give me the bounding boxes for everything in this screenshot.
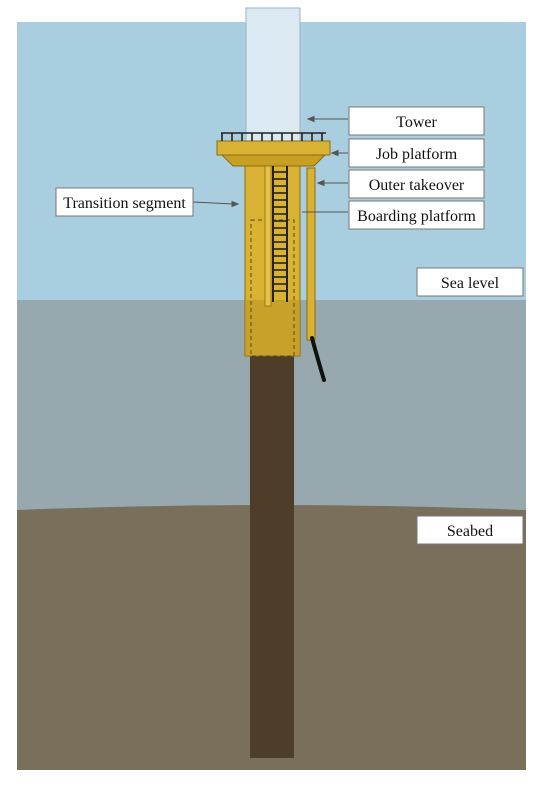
cable: [310, 336, 326, 382]
leader-lines: [192, 115, 348, 213]
job-platform-railing: [221, 132, 326, 141]
label-outer-takeover-text: Outer takeover: [369, 177, 465, 194]
label-tower-text: Tower: [396, 114, 437, 131]
label-tower: Tower: [348, 106, 485, 136]
outer-takeover-tube: [306, 167, 316, 341]
boarding-platform-tube: [264, 165, 272, 307]
tower-shaft: [245, 7, 301, 144]
label-seabed-text: Seabed: [447, 523, 493, 540]
monopile: [250, 355, 294, 758]
label-transition-segment: Transition segment: [55, 187, 194, 217]
label-sea-level-text: Sea level: [441, 275, 500, 292]
label-boarding-platform-text: Boarding platform: [357, 208, 476, 225]
transition-underwater-tint: [245, 300, 300, 356]
label-job-platform: Job platform: [348, 138, 485, 168]
job-platform-deck: [216, 140, 331, 156]
job-platform-underside: [220, 154, 327, 167]
label-job-platform-text: Job platform: [376, 146, 458, 163]
label-outer-takeover: Outer takeover: [348, 169, 485, 199]
label-transition-segment-text: Transition segment: [63, 195, 186, 212]
label-seabed: Seabed: [416, 515, 524, 545]
boarding-ladder: [272, 166, 288, 302]
label-sea-level: Sea level: [416, 267, 524, 297]
label-boarding-platform: Boarding platform: [348, 200, 485, 230]
